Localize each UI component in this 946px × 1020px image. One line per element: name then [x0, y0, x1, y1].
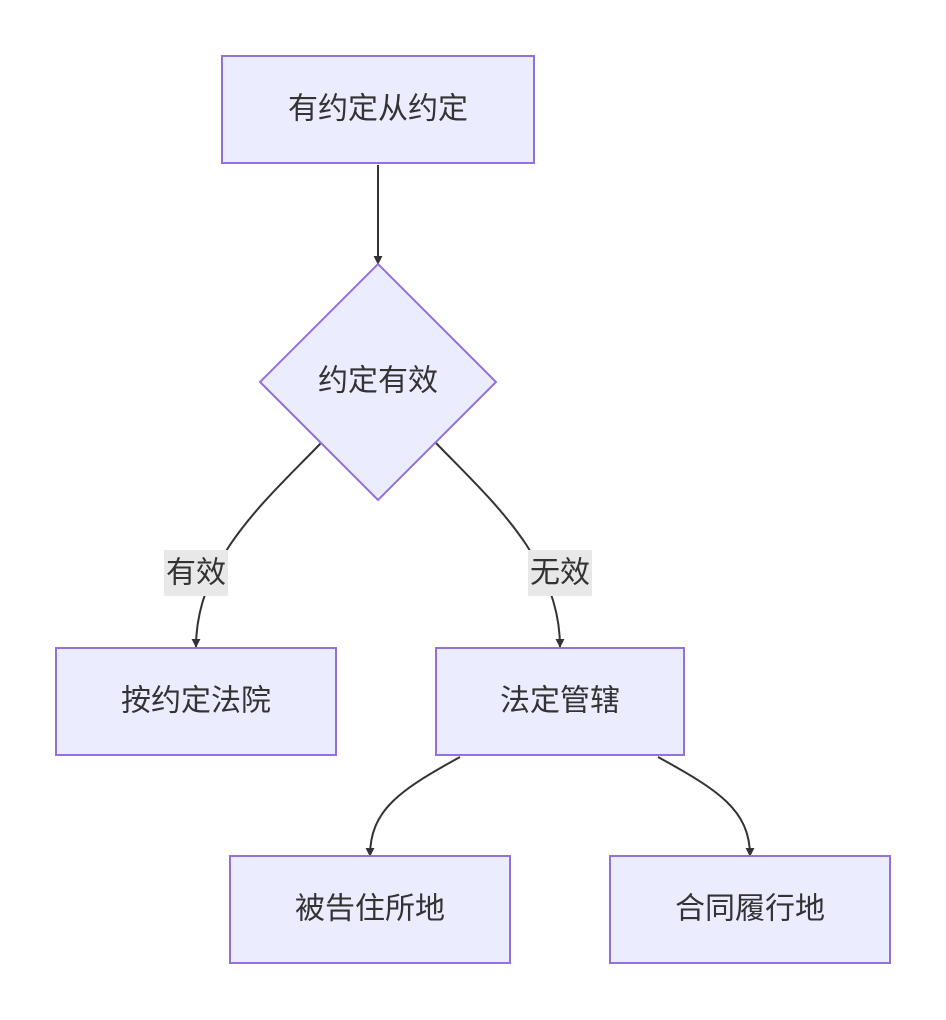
node-contract-place: 合同履行地 — [609, 855, 891, 964]
edge-label-invalid-text: 无效 — [530, 556, 590, 591]
edge-label-valid: 有效 — [164, 550, 228, 596]
edge-decision-to-statutory — [435, 442, 565, 648]
node-agreed-court: 按约定法院 — [55, 647, 337, 756]
node-start: 有约定从约定 — [221, 55, 535, 164]
node-statutory: 法定管辖 — [435, 647, 685, 756]
node-agreed-court-label: 按约定法院 — [121, 684, 271, 719]
node-defendant-domicile-label: 被告住所地 — [295, 892, 445, 927]
node-decision: 约定有效 — [258, 262, 498, 502]
edge-label-invalid: 无效 — [528, 550, 592, 596]
node-statutory-label: 法定管辖 — [500, 684, 620, 719]
edge-decision-to-agreed-court — [191, 442, 322, 648]
edge-statutory-to-contract-place — [657, 756, 755, 857]
node-contract-place-label: 合同履行地 — [675, 892, 825, 927]
node-start-label: 有约定从约定 — [288, 92, 468, 127]
edge-label-valid-text: 有效 — [166, 556, 226, 591]
node-decision-label: 约定有效 — [318, 364, 438, 399]
edge-statutory-to-defendant-domicile — [365, 756, 461, 857]
node-defendant-domicile: 被告住所地 — [229, 855, 511, 964]
